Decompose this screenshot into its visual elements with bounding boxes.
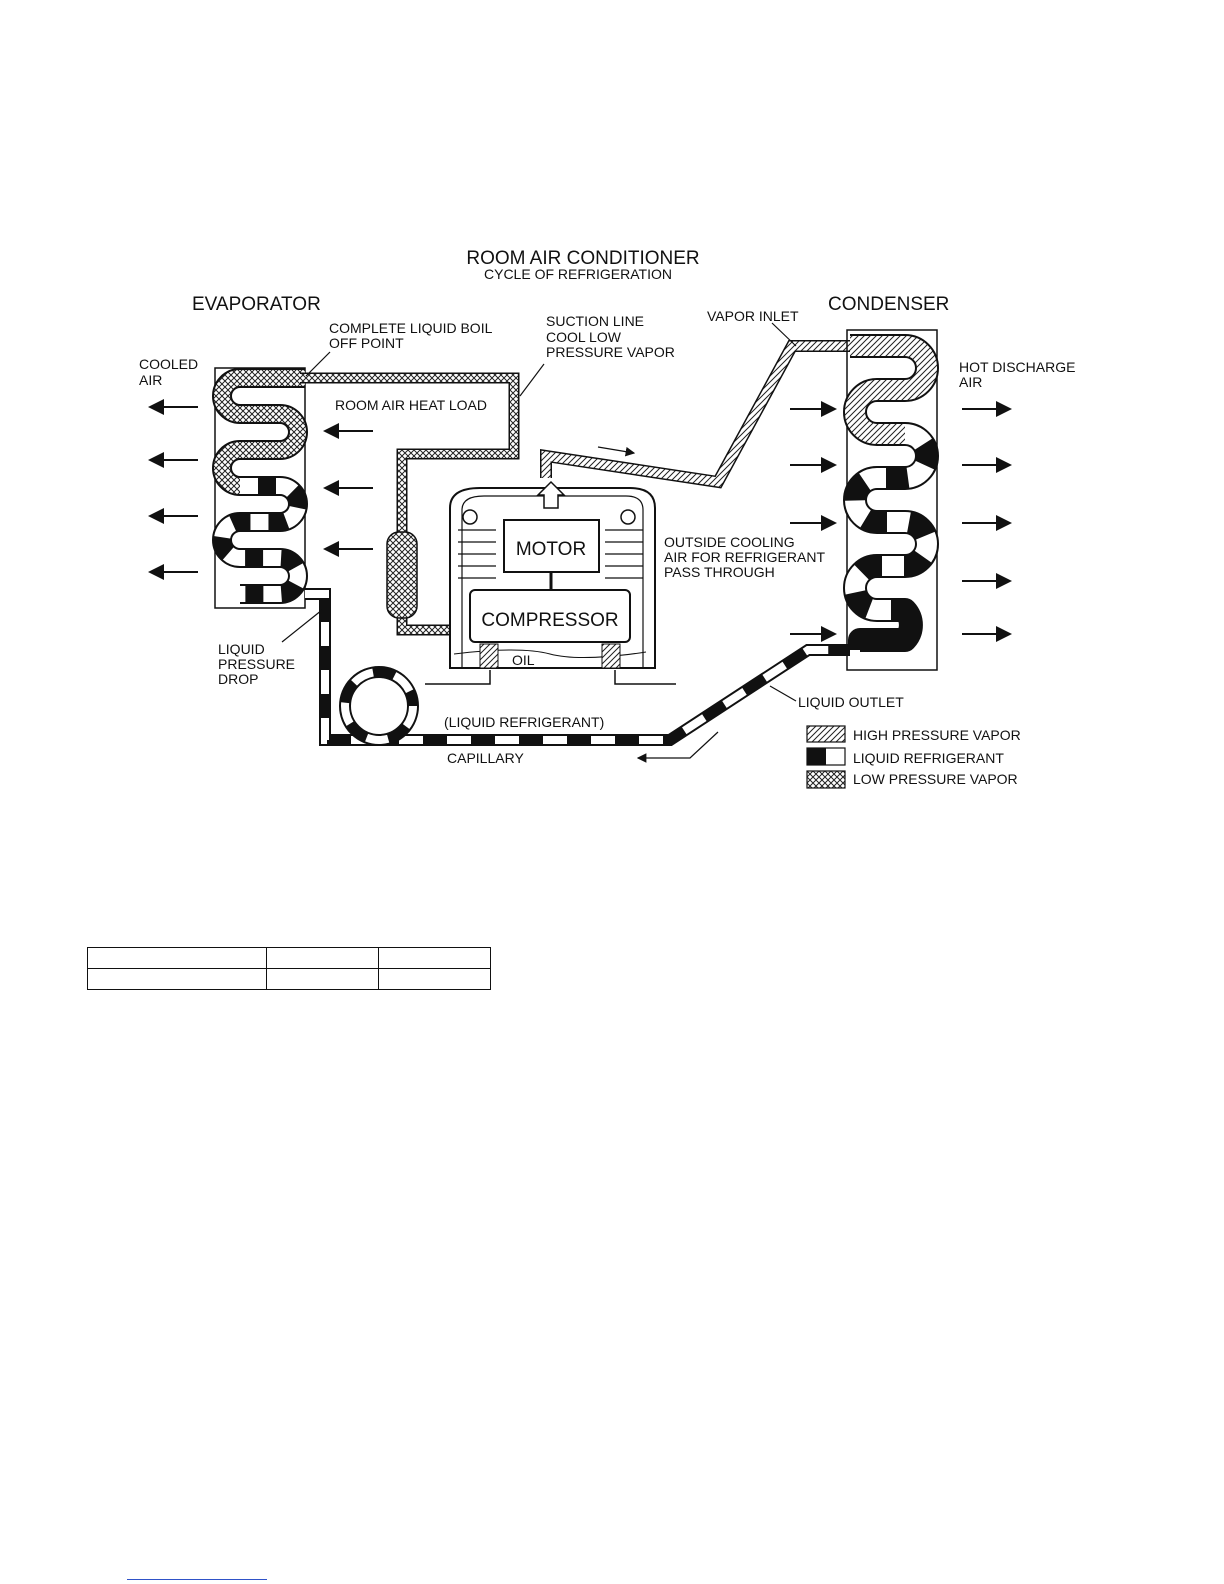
liquid-drop-label-3: DROP (218, 671, 258, 687)
hot-discharge-label-1: HOT DISCHARGE (959, 359, 1075, 375)
table-cell (378, 968, 491, 990)
capillary-flow-arrow (636, 731, 719, 763)
table-row (87, 968, 491, 990)
empty-table (87, 947, 491, 990)
legend-label-low-pressure: LOW PRESSURE VAPOR (853, 771, 1018, 787)
compressor-box (469, 589, 631, 643)
boil-off-label-2: OFF POINT (329, 335, 404, 351)
table-cell (87, 968, 267, 990)
table-cell (87, 947, 267, 969)
capillary-label: CAPILLARY (447, 750, 524, 766)
footer-link-underline[interactable] (127, 1579, 267, 1580)
condenser-coil (843, 334, 939, 652)
hot-discharge-arrows (962, 401, 1012, 642)
liquid-outlet-leader (769, 685, 797, 702)
suction-line (300, 372, 520, 636)
boil-off-label-1: COMPLETE LIQUID BOIL (329, 320, 493, 336)
vapor-inlet-label: VAPOR INLET (707, 308, 799, 324)
oil-label: OIL (512, 652, 535, 668)
legend: HIGH PRESSURE VAPOR LIQUID REFRIGERANT L… (806, 725, 1021, 789)
room-heat-arrows (323, 423, 373, 557)
legend-label-liquid: LIQUID REFRIGERANT (853, 750, 1004, 766)
legend-swatch-low-pressure (806, 770, 846, 789)
suction-leader (519, 363, 545, 397)
legend-label-high-pressure: HIGH PRESSURE VAPOR (853, 727, 1021, 743)
condenser-label: CONDENSER (828, 294, 949, 315)
diagram-title: ROOM AIR CONDITIONER (466, 248, 699, 269)
flow-arrow (597, 446, 636, 457)
cooled-air-arrows (148, 399, 198, 580)
cooled-air-label-1: COOLED (139, 356, 198, 372)
diagram-subtitle: CYCLE OF REFRIGERATION (484, 266, 672, 282)
liquid-refrigerant-tube-label: (LIQUID REFRIGERANT) (444, 714, 604, 730)
table-cell (378, 947, 491, 969)
table-cell (266, 968, 379, 990)
table-cell (266, 947, 379, 969)
legend-swatch-high-pressure (806, 725, 846, 743)
outside-air-label-1: OUTSIDE COOLING (664, 534, 795, 550)
cooled-air-label-2: AIR (139, 372, 162, 388)
compressor-unit: MOTOR COMPRESSOR OIL (425, 480, 676, 685)
table-row (87, 947, 491, 969)
suction-label-2: COOL LOW (546, 329, 622, 345)
discharge-line (540, 340, 860, 489)
suction-label-1: SUCTION LINE (546, 313, 644, 329)
vapor-inlet-leader (771, 322, 797, 347)
room-heat-load-label: ROOM AIR HEAT LOAD (335, 397, 487, 413)
hot-discharge-label-2: AIR (959, 374, 982, 390)
compressor-label: COMPRESSOR (481, 610, 618, 631)
outside-air-label-2: AIR FOR REFRIGERANT (664, 549, 825, 565)
outside-air-arrows (790, 401, 837, 642)
suction-label-3: PRESSURE VAPOR (546, 344, 675, 360)
liquid-outlet-label: LIQUID OUTLET (798, 694, 904, 710)
evaporator-label: EVAPORATOR (192, 294, 321, 315)
liquid-drop-leader (281, 609, 323, 643)
evaporator-coil (212, 368, 308, 604)
liquid-drop-label-1: LIQUID (218, 641, 265, 657)
outside-air-label-3: PASS THROUGH (664, 564, 775, 580)
liquid-drop-label-2: PRESSURE (218, 656, 295, 672)
liquid-line (305, 588, 850, 746)
boil-off-leader (305, 351, 331, 377)
motor-label: MOTOR (516, 539, 586, 560)
accumulator (386, 531, 418, 619)
